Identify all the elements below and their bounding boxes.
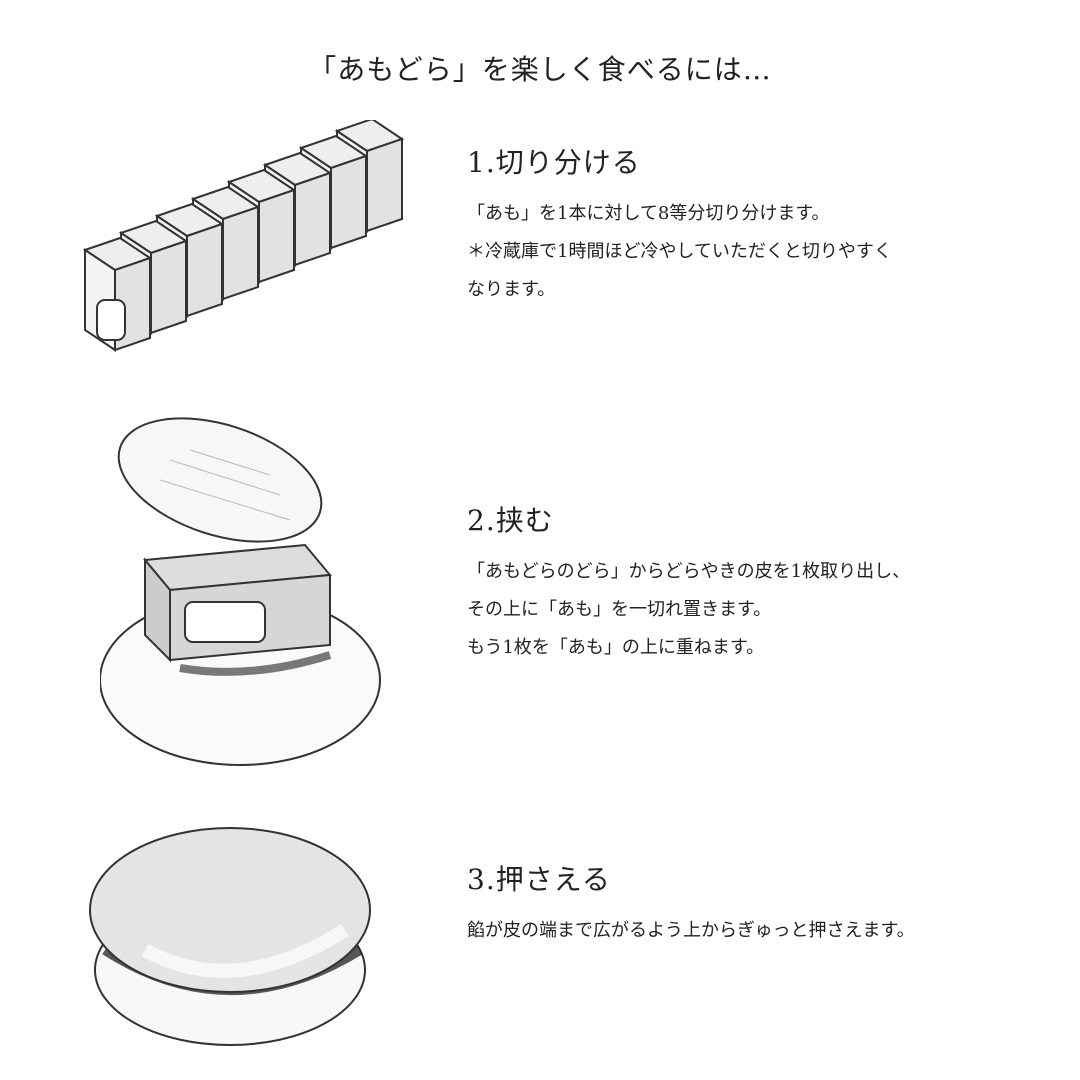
step-text: 「あも」を1本に対して8等分切り分けます。 — [467, 203, 830, 224]
step-text: ＊冷蔵庫で1時間ほど冷やしていただくと切りやすく — [467, 241, 892, 262]
sliced-amo-bar-illustration — [82, 120, 405, 352]
step-heading: 2.挟む — [467, 504, 554, 537]
amo-on-dorayaki-skin-illustration — [100, 417, 381, 766]
pressed-dorayaki-illustration — [89, 827, 371, 1046]
step-heading: 1.切り分ける — [467, 146, 641, 179]
step-text: その上に「あも」を一切れ置きます。 — [467, 599, 772, 620]
step-3: 3.押さえる 餡が皮の端まで広がるよう上からぎゅっと押さえます。 — [467, 862, 1067, 950]
step-text: なります。 — [467, 279, 556, 300]
page-title: 「あもどら」を楽しく食べるには… — [308, 53, 772, 86]
step-2: 2.挟む 「あもどらのどら」からどらやきの皮を1枚取り出し、 その上に「あも」を… — [467, 503, 1067, 667]
step-heading: 3.押さえる — [467, 863, 611, 896]
step-text: 「あもどらのどら」からどらやきの皮を1枚取り出し、 — [467, 561, 911, 582]
step-text: 餡が皮の端まで広がるよう上からぎゅっと押さえます。 — [467, 920, 915, 941]
step-text: もう1枚を「あも」の上に重ねます。 — [467, 637, 765, 658]
step-1: 1.切り分ける 「あも」を1本に対して8等分切り分けます。 ＊冷蔵庫で1時間ほど… — [467, 145, 1067, 309]
